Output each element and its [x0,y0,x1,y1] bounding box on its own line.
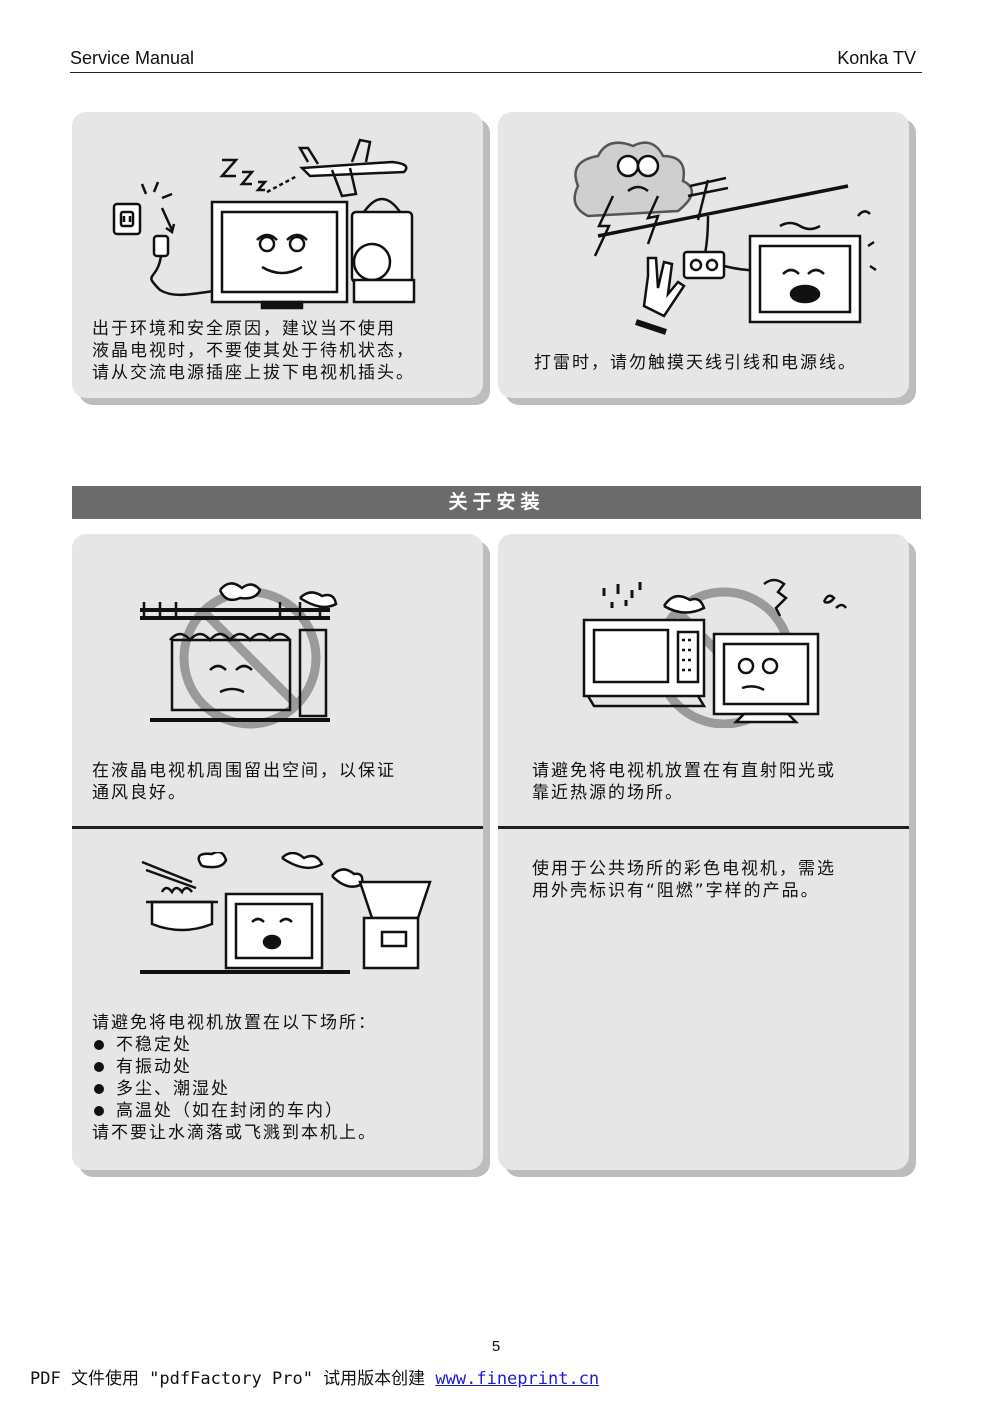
list-item: 不稳定处 [92,1034,472,1056]
ventilation-text: 在液晶电视机周围留出空间，以保证 通风良好。 [92,761,396,803]
list-item: 多尘、潮湿处 [92,1078,472,1100]
sunlight-text: 请避免将电视机放置在有直射阳光或 靠近热源的场所。 [532,761,836,803]
page-number: 5 [491,1338,501,1355]
card-install-right: 请避免将电视机放置在有直射阳光或 靠近热源的场所。 使用于公共场所的彩色电视机，… [498,534,909,1170]
list-item: 高温处（如在封闭的车内） [92,1100,472,1122]
unplug-tv-illustration [112,138,416,310]
heat-source-illustration [582,578,848,728]
fineprint-link[interactable]: www.fineprint.cn [435,1369,600,1389]
bullet-dot [94,1040,104,1050]
footer-prefix: PDF 文件使用 "pdfFactory Pro" 试用版本创建 [30,1369,436,1389]
card-install-left: 在液晶电视机周围留出空间，以保证 通风良好。 请避免将电视机放置在以下场所： 不… [72,534,483,1170]
card-thunderstorm: 打雷时，请勿触摸天线引线和电源线。 [498,112,909,398]
unsuitable-locations-list: 不稳定处 有振动处 多尘、潮湿处 高温处（如在封闭的车内） [92,1034,472,1122]
header-left-title: Service Manual [70,48,195,68]
header-right-title: Konka TV [837,48,916,68]
thunder-text: 打雷时，请勿触摸天线引线和电源线。 [534,353,857,373]
right-card-divider [498,826,909,829]
kitchen-illustration [140,852,432,974]
list-item: 有振动处 [92,1056,472,1078]
ventilation-illustration [140,582,338,729]
bullet-dot [94,1106,104,1116]
public-use-text: 使用于公共场所的彩色电视机，需选 用外壳标识有“阻燃”字样的产品。 [532,859,836,901]
locations-intro: 请避免将电视机放置在以下场所： [92,1013,377,1033]
page-header: Service Manual Konka TV [70,48,922,73]
bullet-dot [94,1084,104,1094]
card-unplug-when-unused: 出于环境和安全原因，建议当不使用 液晶电视时，不要使其处于待机状态， 请从交流电… [72,112,483,398]
locations-outro: 请不要让水滴落或飞溅到本机上。 [92,1123,377,1143]
thunderstorm-illustration [573,141,877,335]
section-title: 关于安装 [448,491,545,513]
left-card-divider [72,826,483,829]
pdf-footer: PDF 文件使用 "pdfFactory Pro" 试用版本创建 www.fin… [30,1364,599,1389]
unplug-text: 出于环境和安全原因，建议当不使用 液晶电视时，不要使其处于待机状态， 请从交流电… [92,319,415,383]
bullet-dot [94,1062,104,1072]
section-header-bar: 关于安装 [72,486,921,519]
